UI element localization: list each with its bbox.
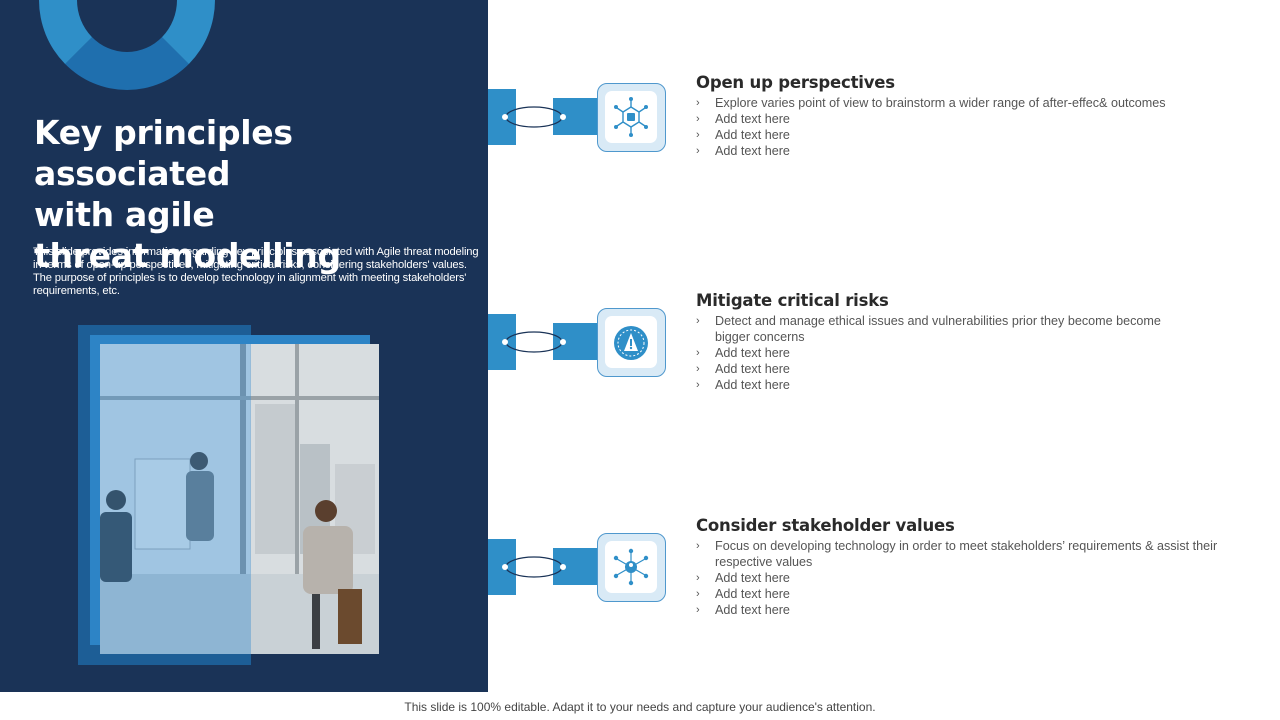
principle-title: Mitigate critical risks — [696, 291, 889, 310]
principle-section: Open up perspectives › Explore varies poi… — [696, 72, 1256, 159]
bullet-item: › Explore varies point of view to brainst… — [696, 95, 1256, 111]
bullet-chevron-icon: › — [696, 129, 700, 141]
bullet-item: › Add text here — [696, 345, 1256, 361]
network-hub-icon — [614, 97, 648, 137]
bullet-text: Add text here — [715, 128, 790, 142]
bullet-text: Detect and manage ethical issues and vul… — [715, 314, 1161, 344]
principle-section: Consider stakeholder values › Focus on de… — [696, 515, 1256, 618]
stakeholder-network-icon — [613, 548, 649, 586]
bullet-text: Add text here — [715, 144, 790, 158]
risk-gauge-icon — [614, 326, 648, 360]
slide-description: This slide provides information regardin… — [33, 246, 479, 297]
bullet-chevron-icon: › — [696, 572, 700, 584]
connector-1 — [488, 81, 668, 153]
bullet-text: Add text here — [715, 362, 790, 376]
bullet-chevron-icon: › — [696, 145, 700, 157]
bullet-item: › Add text here — [696, 586, 1256, 602]
connector-2 — [488, 306, 668, 378]
bullet-list: › Focus on developing technology in order… — [696, 538, 1256, 618]
bullet-text: Explore varies point of view to brainsto… — [715, 96, 1166, 110]
bullet-item: › Add text here — [696, 127, 1256, 143]
bullet-text: Add text here — [715, 378, 790, 392]
bullet-chevron-icon: › — [696, 379, 700, 391]
bullet-chevron-icon: › — [696, 347, 700, 359]
bullet-text: Add text here — [715, 346, 790, 360]
decorative-ring — [39, 0, 215, 90]
bullet-item: › Add text here — [696, 361, 1256, 377]
bullet-item: › Add text here — [696, 377, 1256, 393]
bullet-list: › Detect and manage ethical issues and vu… — [696, 313, 1256, 393]
bullet-list: › Explore varies point of view to brainst… — [696, 95, 1256, 159]
bullet-chevron-icon: › — [696, 113, 700, 125]
bullet-text: Add text here — [715, 571, 790, 585]
footer-note: This slide is 100% editable. Adapt it to… — [404, 700, 876, 714]
bullet-chevron-icon: › — [696, 604, 700, 616]
principle-icon-box — [597, 533, 666, 602]
slide-title-line: Key principles associated — [34, 113, 293, 193]
bullet-item: › Add text here — [696, 143, 1256, 159]
bullet-text: Focus on developing technology in order … — [715, 539, 1218, 569]
principle-section: Mitigate critical risks › Detect and mana… — [696, 290, 1256, 393]
bullet-chevron-icon: › — [696, 540, 700, 552]
bullet-text: Add text here — [715, 587, 790, 601]
principle-title: Consider stakeholder values — [696, 516, 955, 535]
slide-title-line: threat modelling — [34, 236, 341, 275]
bullet-chevron-icon: › — [696, 315, 700, 327]
bullet-item: › Add text here — [696, 602, 1256, 618]
principle-icon-box — [597, 308, 666, 377]
slide-title-line: with agile — [34, 195, 215, 234]
meeting-photo — [100, 344, 379, 654]
bullet-chevron-icon: › — [696, 363, 700, 375]
bullet-text: Add text here — [715, 112, 790, 126]
bullet-chevron-icon: › — [696, 588, 700, 600]
bullet-item: › Detect and manage ethical issues and vu… — [696, 313, 1186, 345]
bullet-chevron-icon: › — [696, 97, 700, 109]
bullet-item: › Add text here — [696, 111, 1256, 127]
connector-3 — [488, 531, 668, 603]
left-panel: Key principles associated with agile thr… — [0, 0, 488, 692]
bullet-text: Add text here — [715, 603, 790, 617]
bullet-item: › Focus on developing technology in order… — [696, 538, 1256, 570]
slide-title: Key principles associated with agile thr… — [34, 112, 484, 276]
bullet-item: › Add text here — [696, 570, 1256, 586]
principle-icon-box — [597, 83, 666, 152]
principle-title: Open up perspectives — [696, 73, 895, 92]
